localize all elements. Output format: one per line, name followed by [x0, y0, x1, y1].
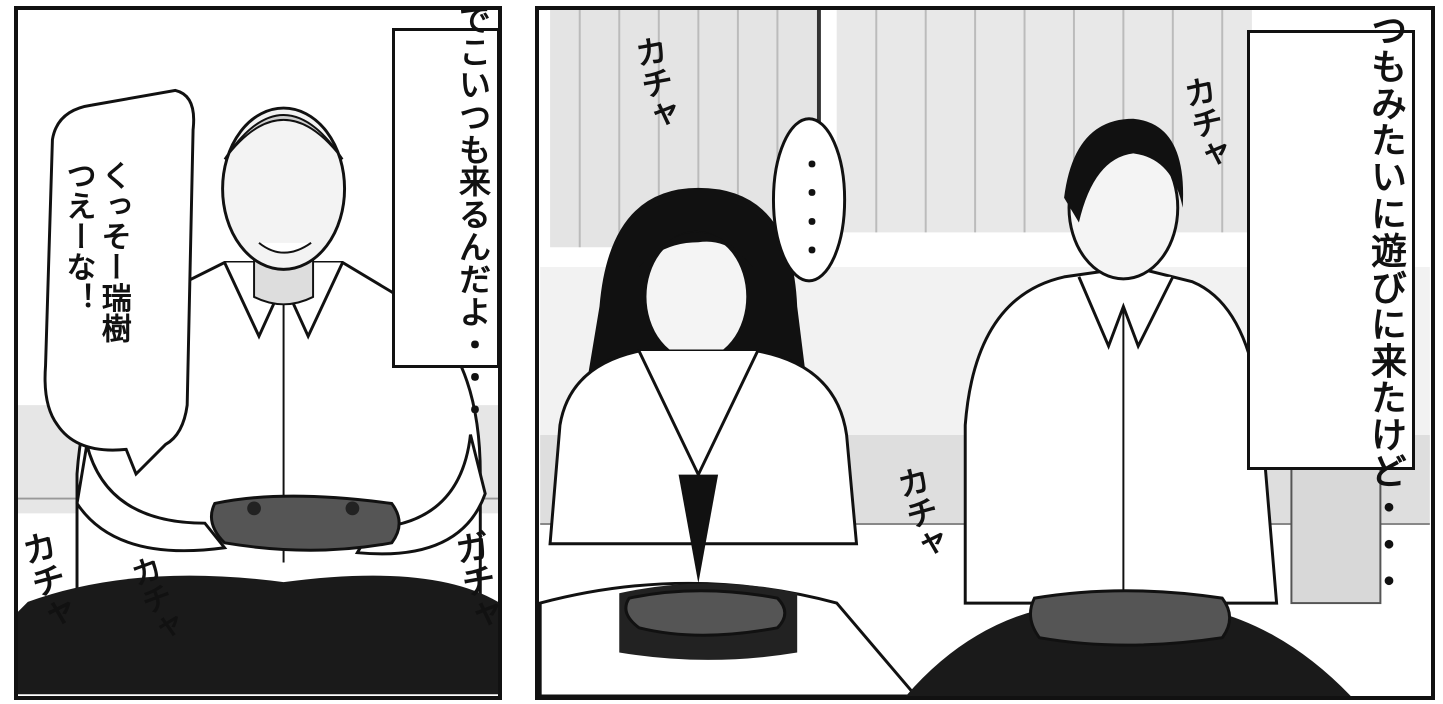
speech-line-1: くっそー瑞樹: [95, 160, 131, 344]
manga-panel-left: くっそー瑞樹 つえーな！ 何でこいつも 来るんだよ・・・ カチャ カチャ ガチャ: [14, 6, 502, 700]
speech-line-2: つえーな！: [60, 160, 96, 313]
caption-line-1: 何でこいつも: [454, 6, 492, 166]
caption-line-1: で、いつもみたいに: [1365, 6, 1406, 232]
caption-box-left: 何でこいつも 来るんだよ・・・: [392, 10, 498, 426]
ellipsis-bubble-text: ・・・・: [794, 150, 828, 265]
manga-panel-right: ・・・・ で、いつもみたいに 遊びに来たけど・・・ カチャ カチャ カチャ: [535, 6, 1435, 700]
caption-box-right: で、いつもみたいに 遊びに来たけど・・・: [1247, 10, 1415, 599]
speech-bubble-text: くっそー瑞樹 つえーな！: [60, 160, 131, 460]
caption-line-2: 来るんだよ・・・: [454, 165, 492, 427]
caption-line-2: 遊びに来たけど・・・: [1365, 231, 1406, 599]
panel-right-illustration: [539, 10, 1430, 696]
